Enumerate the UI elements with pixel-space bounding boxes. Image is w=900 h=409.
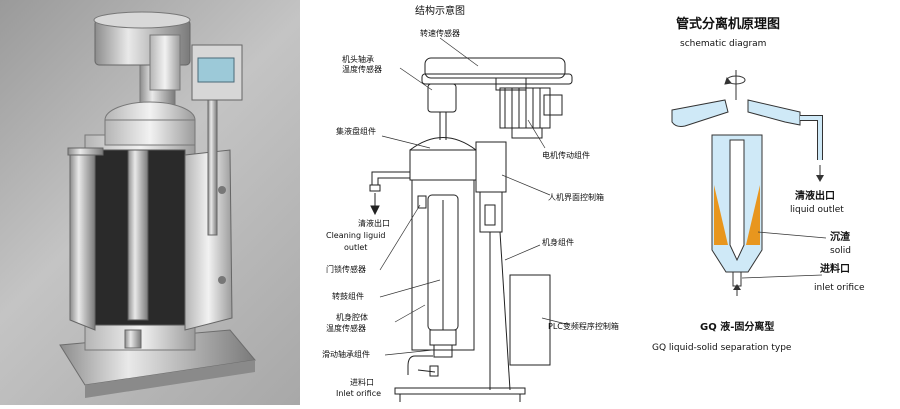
- label-hmi: 人机界面控制箱: [548, 192, 604, 202]
- label-inlet-en: Inlet orifice: [336, 389, 381, 398]
- label-door-sensor: 门锁传感器: [326, 264, 366, 274]
- feed-arrow-icon: [733, 284, 741, 290]
- label-slide-bearing: 滑动轴承组件: [322, 349, 370, 359]
- type-cn: GQ 液-固分离型: [700, 320, 774, 333]
- type-en: GQ liquid-solid separation type: [652, 343, 792, 353]
- bowl-core: [729, 139, 745, 262]
- label-clean-outlet-en-line1: Cleaning liguid: [326, 231, 386, 240]
- label-head-bearing-line1: 机头轴承: [342, 54, 374, 64]
- schematic-diagram-svg: 管式分离机原理图 schematic diagram: [652, 16, 865, 353]
- inlet-leader: [741, 274, 823, 279]
- structure-diagram: 结构示意图: [300, 0, 630, 405]
- structure-drawing: [369, 57, 573, 402]
- centrifuge-photo-illustration: [59, 11, 256, 398]
- label-inlet-cn: 进料口: [350, 377, 374, 387]
- solid-leader: [757, 231, 827, 239]
- label-frame: 机身组件: [542, 237, 574, 247]
- separator-bowl: [671, 99, 823, 296]
- feed-nozzle: [732, 271, 742, 287]
- label-clean-outlet-en-line2: outlet: [344, 243, 367, 252]
- liquid-outlet-cn: 清液出口: [795, 189, 835, 202]
- outlet-pipe: [800, 115, 823, 160]
- liquid-outlet-en: liquid outlet: [790, 205, 844, 215]
- schematic-subtitle: schematic diagram: [680, 39, 766, 49]
- label-head-bearing-line2: 温度传感器: [342, 64, 382, 74]
- solid-cn: 沉渣: [830, 230, 851, 243]
- schematic-title: 管式分离机原理图: [676, 16, 780, 32]
- label-motor: 电机传动组件: [542, 150, 590, 160]
- tray-left: [671, 99, 729, 127]
- inlet-en: inlet orifice: [814, 283, 865, 293]
- tray-right: [747, 99, 801, 126]
- leader-lines: [379, 37, 571, 356]
- label-collector: 集液盘组件: [336, 126, 376, 136]
- outlet-arrow-icon: [816, 175, 824, 182]
- label-clean-outlet-cn: 清液出口: [358, 218, 390, 228]
- schematic-diagram: 管式分离机原理图 schematic diagram: [630, 0, 900, 405]
- centrifuge-photo: [0, 0, 300, 405]
- label-body-line2: 温度传感器: [326, 323, 366, 333]
- solid-en: solid: [830, 246, 851, 256]
- solid-left: [714, 185, 728, 245]
- outlet-pipe-fill: [800, 116, 822, 160]
- label-speed-sensor: 转速传感器: [420, 28, 460, 38]
- rotation-arrow-icon: [724, 70, 746, 100]
- structure-title: 结构示意图: [415, 4, 465, 17]
- structure-diagram-svg: 结构示意图: [322, 4, 619, 402]
- solid-right: [746, 185, 760, 245]
- label-plc: PLC变频程序控制箱: [548, 321, 619, 331]
- label-body-line1: 机身腔体: [336, 312, 368, 322]
- inlet-cn: 进料口: [820, 262, 850, 275]
- label-drum: 转鼓组件: [332, 291, 364, 301]
